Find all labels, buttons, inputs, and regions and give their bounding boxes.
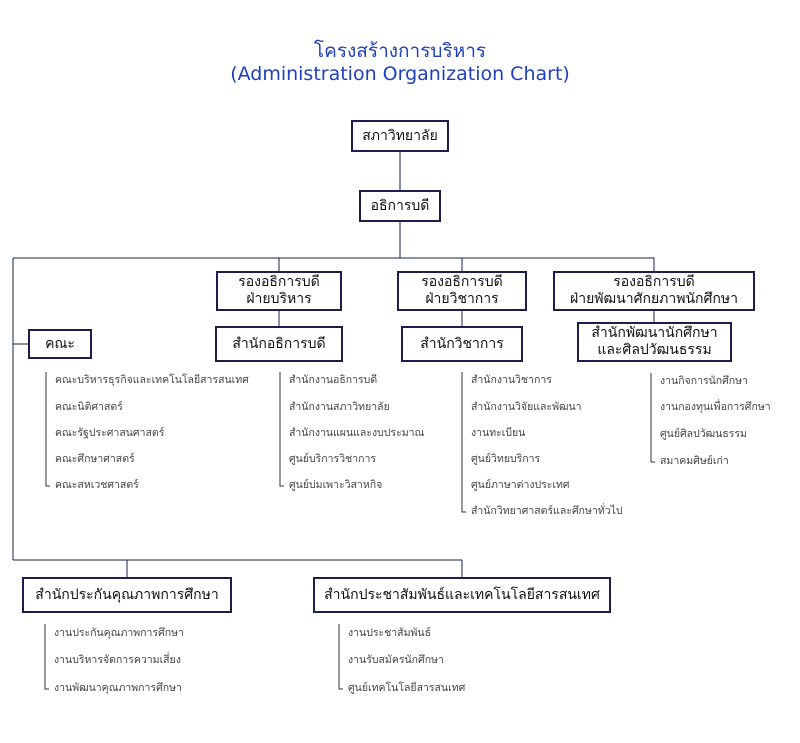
list-item: สำนักงานวิชาการ [471,374,552,386]
vp-student-line2: ฝ่ายพัฒนาศักยภาพนักศึกษา [570,291,738,307]
list-item: ศูนย์ศิลปวัฒนธรรม [660,428,747,440]
academic-office-box: สำนักวิชาการ [401,326,523,362]
list-item: คณะสหเวชศาสตร์ [55,479,139,491]
vp-student-line1: รองอธิการบดี [613,274,695,290]
student-office-line1: สำนักพัฒนานักศึกษา [591,325,718,341]
list-item: งานบริหารจัดการความเสี่ยง [54,654,181,666]
student-office-line2: และศิลปวัฒนธรรม [597,342,712,358]
list-item: คณะบริหารธุรกิจและเทคโนโลยีสารสนเทศ [55,374,249,386]
chart-title-english: (Administration Organization Chart) [230,63,570,85]
president-label: อธิการบดี [370,197,430,214]
list-item: งานรับสมัครนักศึกษา [348,654,444,666]
list-item: สำนักวิทยาศาสตร์และศึกษาทั่วไป [471,505,623,517]
list-item: ศูนย์ภาษาต่างประเทศ [471,479,570,491]
vp-academic-box: รองอธิการบดี ฝ่ายวิชาการ [397,271,527,311]
vp-admin-line1: รองอธิการบดี [238,274,320,290]
list-item: งานทะเบียน [471,427,526,439]
academic-office-label: สำนักวิชาการ [420,335,504,352]
pr-office-label: สำนักประชาสัมพันธ์และเทคโนโลยีสารสนเทศ [324,586,600,603]
president-office-box: สำนักอธิการบดี [215,326,343,362]
student-office-box: สำนักพัฒนานักศึกษา และศิลปวัฒนธรรม [577,322,732,362]
list-item: งานกองทุนเพื่อการศึกษา [660,401,771,413]
list-item: งานประกันคุณภาพการศึกษา [54,627,184,639]
vp-student-box: รองอธิการบดี ฝ่ายพัฒนาศักยภาพนักศึกษา [553,271,755,311]
vp-academic-line1: รองอธิการบดี [421,274,503,290]
pr-office-box: สำนักประชาสัมพันธ์และเทคโนโลยีสารสนเทศ [313,577,611,613]
list-item: สำนักงานวิจัยและพัฒนา [471,401,582,413]
faculty-box: คณะ [28,329,92,359]
list-item: ศูนย์เทคโนโลยีสารสนเทศ [348,682,466,694]
vp-admin-box: รองอธิการบดี ฝ่ายบริหาร [216,271,342,311]
list-item: คณะศึกษาศาสตร์ [55,453,135,465]
qa-office-box: สำนักประกันคุณภาพการศึกษา [22,577,232,613]
list-item: สำนักงานแผนและงบประมาณ [289,427,425,439]
list-item: ศูนย์วิทยบริการ [471,453,541,465]
vp-academic-line2: ฝ่ายวิชาการ [425,291,499,307]
chart-title-thai: โครงสร้างการบริหาร [313,40,487,62]
list-item: งานประชาสัมพันธ์ [348,627,432,639]
list-item: คณะรัฐประศาสนศาสตร์ [55,427,165,439]
list-item: ศูนย์บริการวิชาการ [289,453,377,465]
qa-office-label: สำนักประกันคุณภาพการศึกษา [35,586,219,603]
president-office-label: สำนักอธิการบดี [232,335,326,352]
list-item: สำนักงานอธิการบดี [289,374,378,386]
list-item: สมาคมศิษย์เก่า [660,455,729,467]
list-item: สำนักงานสภาวิทยาลัย [289,401,390,413]
list-item: งานกิจการนักศึกษา [660,375,748,387]
council-label: สภาวิทยาลัย [362,127,438,144]
president-box: อธิการบดี [359,190,441,222]
faculty-label: คณะ [45,335,75,352]
vp-admin-line2: ฝ่ายบริหาร [246,291,312,307]
list-item: ศูนย์บ่มเพาะวิสาหกิจ [289,479,383,491]
list-item: คณะนิติศาสตร์ [55,401,123,413]
council-box: สภาวิทยาลัย [351,120,449,152]
list-item: งานพัฒนาคุณภาพการศึกษา [54,682,182,694]
